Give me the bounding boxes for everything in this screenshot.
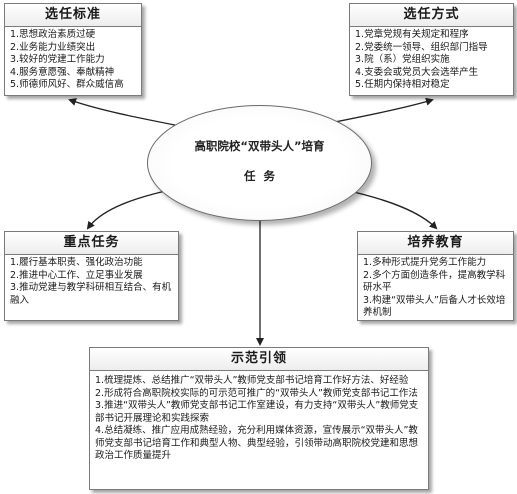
method-title: 选任方式 [350,4,513,27]
center-ellipse: 高职院校“双带头人”培育 任务 [147,105,372,221]
training-box: 培养教育 1.多种形式提升党务工作能力 2.多个方面创造条件，提高教学科研水平 … [357,231,514,321]
arrow-to-training [344,189,438,230]
method-list: 1.党章党规有关规定和程序 2.党委统一领导、组织部门指导 3.院（系）党组织实… [350,27,513,94]
method-item: 1.党章党规有关规定和程序 [355,29,469,40]
demo-item: 2.形成符合高职院校实际的可示范可推广的“双带头人”教师党支部书记工作法 [95,387,418,399]
training-list: 1.多种形式提升党务工作能力 2.多个方面创造条件，提高教学科研水平 3.构建“… [358,255,513,322]
training-item: 3.构建“双带头人”后备人才长效培养机制 [363,294,506,319]
demo-list: 1.梳理提炼、总结推广“双带头人”教师党支部书记培育工作好方法、好经验 2.形成… [90,371,428,465]
criteria-item: 1.思想政治素质过硬 [10,29,96,40]
method-box: 选任方式 1.党章党规有关规定和程序 2.党委统一领导、组织部门指导 3.院（系… [349,3,514,96]
method-item: 2.党委统一领导、组织部门指导 [355,41,488,53]
key-tasks-list: 1.履行基本职责、强化政治功能 2.推进中心工作、立足事业发展 3.推动党建与教… [5,255,178,309]
arrow-to-key-tasks [86,189,171,230]
arrow-to-method [324,97,434,125]
criteria-title: 选任标准 [5,4,141,27]
demo-title: 示范引领 [90,348,428,371]
arrow-to-criteria [68,98,191,129]
key-tasks-box: 重点任务 1.履行基本职责、强化政治功能 2.推进中心工作、立足事业发展 3.推… [4,231,179,321]
training-item: 1.多种形式提升党务工作能力 [363,257,487,268]
center-subtitle: 任务 [244,169,283,183]
center-title: 高职院校“双带头人”培育 [194,139,325,153]
criteria-item: 3.较好的党建工作能力 [10,54,105,65]
demo-box: 示范引领 1.梳理提炼、总结推广“双带头人”教师党支部书记培育工作好方法、好经验… [89,347,429,490]
key-task-item: 3.推动党建与教学科研相互结合、有机融入 [10,282,172,306]
key-tasks-title: 重点任务 [5,232,178,255]
criteria-item: 2.业务能力业绩突出 [10,41,96,53]
criteria-box: 选任标准 1.思想政治素质过硬 2.业务能力业绩突出 3.较好的党建工作能力 4… [4,3,142,96]
key-task-item: 2.推进中心工作、立足事业发展 [10,269,143,281]
demo-item: 3.推进“双带头人”教师党支部书记工作室建设，有力支持“双带头人”教师党支部书记… [95,400,419,424]
criteria-item: 5.师德师风好、群众威信高 [10,79,124,90]
criteria-item: 4.服务意愿强、奉献精神 [10,66,115,78]
demo-item: 4.总结凝练、推广应用成熟经验，充分利用媒体资源，宣传展示“双带头人”教师党支部… [95,425,419,461]
training-title: 培养教育 [358,232,513,255]
method-item: 5.任期内保持相对稳定 [355,79,450,90]
method-item: 3.院（系）党组织实施 [355,54,450,65]
demo-item: 1.梳理提炼、总结推广“双带头人”教师党支部书记培育工作好方法、好经验 [95,375,409,386]
key-task-item: 1.履行基本职责、强化政治功能 [10,257,143,268]
criteria-list: 1.思想政治素质过硬 2.业务能力业绩突出 3.较好的党建工作能力 4.服务意愿… [5,27,141,94]
method-item: 4.支委会或党员大会选举产生 [355,66,479,78]
training-item: 2.多个方面创造条件，提高教学科研水平 [363,269,506,294]
